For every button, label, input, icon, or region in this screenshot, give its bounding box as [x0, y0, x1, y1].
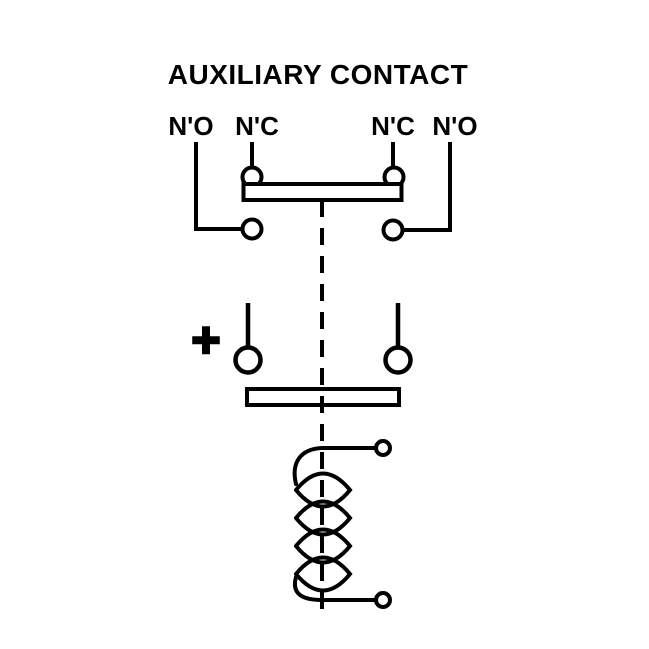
contact-label-nc-left: N'C: [235, 111, 279, 141]
contact-label-no-left: N'O: [168, 111, 213, 141]
coil-top-terminal-circle: [374, 439, 392, 457]
auxiliary-contact-assembly: [194, 142, 452, 242]
no-right-lead-wire: [404, 142, 452, 232]
contact-label-no-right: N'O: [432, 111, 477, 141]
diagram-title: AUXILIARY CONTACT: [168, 59, 468, 90]
main-left-contact-circle: [233, 345, 263, 375]
coil-bottom-arc: [292, 575, 324, 602]
main-right-contact-circle: [383, 345, 413, 375]
aux-contact-bridge-bar: [241, 182, 404, 202]
operating-coil: [292, 439, 392, 609]
polarity-plus-symbol: +: [191, 312, 220, 368]
no-right-contact-circle: [381, 218, 405, 242]
no-left-contact-circle: [240, 217, 264, 241]
coil-loop-4: [294, 555, 353, 593]
no-left-lead-wire: [194, 142, 242, 231]
contact-label-nc-right: N'C: [371, 111, 415, 141]
coil-top-arc: [292, 446, 324, 486]
coil-bottom-terminal-circle: [374, 591, 392, 609]
